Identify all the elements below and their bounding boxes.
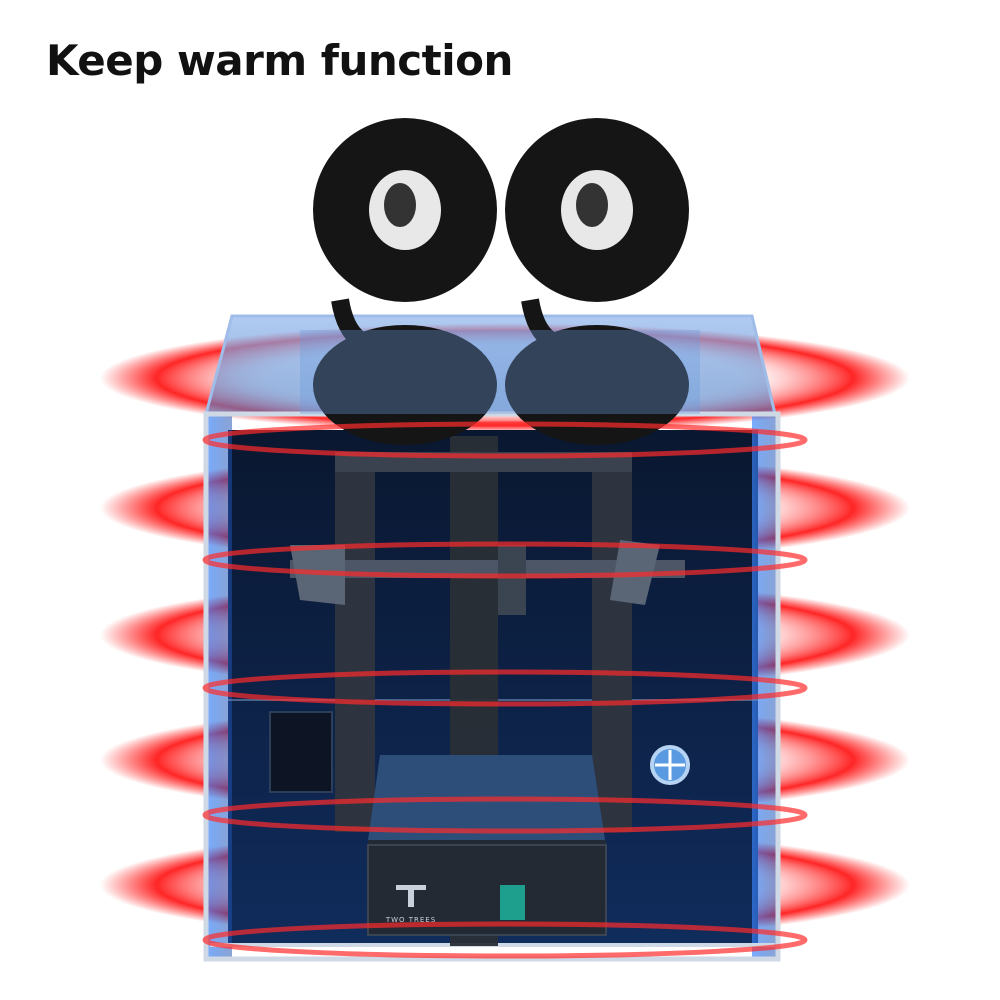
brand-logo: TWO TREES	[385, 885, 436, 924]
page-title: Keep warm function	[46, 36, 513, 85]
printer: TWO TREES	[290, 452, 685, 936]
filament-spool-icon	[300, 118, 700, 445]
heat-ring-icon	[202, 421, 808, 959]
svg-text:TWO TREES: TWO TREES	[385, 916, 436, 924]
vent-port-icon	[650, 745, 690, 785]
